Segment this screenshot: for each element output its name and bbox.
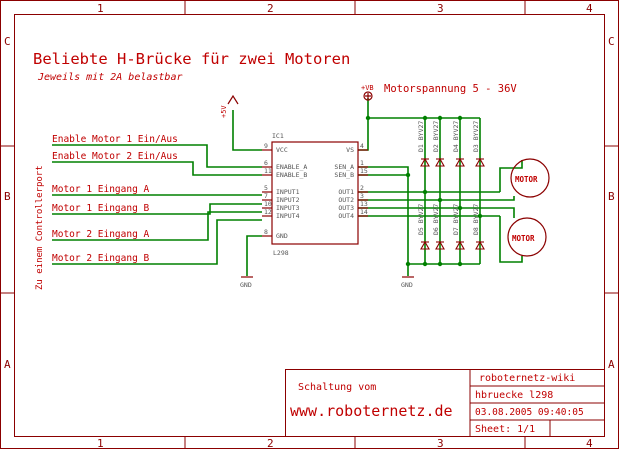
- supply-5v-arrow-icon: [227, 94, 239, 105]
- ic-pin-number: 10: [264, 200, 272, 208]
- title-block-sheet: Sheet: 1/1: [475, 424, 535, 435]
- diode-icon: [420, 157, 430, 167]
- ic-pin-name: VS: [346, 146, 354, 154]
- vb-plus-icon: [365, 93, 371, 99]
- supply-5v-label: +5V: [220, 105, 228, 118]
- signal-motor-1-input-b: Motor 1 Eingang B: [52, 203, 150, 214]
- ic-pin-name: SEN_A: [334, 163, 354, 171]
- ic-pin-number: 3: [360, 192, 364, 200]
- col-label-3: 3: [437, 2, 444, 15]
- diode-icon: [475, 240, 485, 250]
- col-label-1: 1: [97, 2, 104, 15]
- motor-2-icon: [507, 217, 547, 257]
- diode-label: D7 BYV27: [452, 204, 460, 235]
- ic-pin-number: 14: [360, 208, 368, 216]
- diagram-title: Beliebte H-Brücke für zwei Motoren: [33, 50, 350, 68]
- diode-icon: [475, 157, 485, 167]
- ic-pin-number: 4: [360, 142, 364, 150]
- col-label-2: 2: [267, 2, 274, 15]
- motor-voltage-label: Motorspannung 5 - 36V: [384, 83, 517, 95]
- signal-enable-motor-2: Enable Motor 2 Ein/Aus: [52, 151, 178, 162]
- ic-pin-number: 5: [264, 184, 268, 192]
- diode-label: D6 BYV27: [432, 204, 440, 235]
- ic-pin-number: 7: [264, 192, 268, 200]
- diode-icon: [435, 240, 445, 250]
- ic-pin-name: INPUT1: [276, 188, 300, 196]
- title-block-schaltung: Schaltung vom: [298, 382, 376, 393]
- ic-pin-name: OUT3: [338, 204, 354, 212]
- ic-pin-name: INPUT3: [276, 204, 300, 212]
- ic-pin-number: 2: [360, 184, 364, 192]
- flyback-diodes: D1 BYV27 D2 BYV27 D4 BYV27 D3 BYV27 D5 BYV27…: [417, 121, 485, 250]
- diode-label: D4 BYV27: [452, 121, 460, 152]
- diode-label: D5 BYV27: [417, 204, 425, 235]
- row-label-c: C: [4, 35, 11, 48]
- ic-pin-name: ENABLE_A: [276, 163, 307, 171]
- row-label-a-right: A: [608, 358, 615, 371]
- diode-icon: [435, 157, 445, 167]
- signal-motor-1-input-a: Motor 1 Eingang A: [52, 184, 150, 195]
- title-block-date: 03.08.2005 09:40:05: [475, 407, 584, 418]
- vb-label: +VB: [361, 84, 374, 92]
- row-label-c-right: C: [608, 35, 615, 48]
- motor-2-label: MOTOR: [512, 234, 535, 243]
- gnd-label-sense: GND: [401, 281, 413, 289]
- gnd-label-ic: GND: [240, 281, 252, 289]
- title-block: [285, 369, 605, 437]
- diode-icon: [455, 157, 465, 167]
- ic-pin-name: GND: [276, 232, 288, 240]
- diode-icon: [420, 240, 430, 250]
- ic-pin-number: 9: [264, 142, 268, 150]
- diode-label: D8 BYV27: [472, 204, 480, 235]
- junction-dots: [365, 115, 483, 267]
- diode-label: D3 BYV27: [472, 121, 480, 152]
- diode-label: D2 BYV27: [432, 121, 440, 152]
- row-label-b: B: [4, 190, 11, 203]
- row-label-a: A: [4, 358, 11, 371]
- ic-pin-number: 15: [360, 167, 368, 175]
- col-label-3-bottom: 3: [437, 437, 444, 450]
- diagram-subtitle: Jeweils mit 2A belastbar: [37, 72, 183, 83]
- ic-pin-name: INPUT4: [276, 212, 300, 220]
- ic-pin-name: SEN_B: [334, 171, 354, 179]
- ic-pin-number: 8: [264, 228, 268, 236]
- title-block-org: roboternetz-wiki: [479, 373, 575, 384]
- signal-motor-2-input-b: Motor 2 Eingang B: [52, 253, 150, 264]
- ic-pin-name: ENABLE_B: [276, 171, 307, 179]
- row-label-b-right: B: [608, 190, 615, 203]
- ic-pin-name: OUT1: [338, 188, 354, 196]
- ic-pin-name: INPUT2: [276, 196, 300, 204]
- vb-terminal-icon: [363, 91, 373, 101]
- signal-motor-2-input-a: Motor 2 Eingang A: [52, 229, 150, 240]
- ic-pin-number: 12: [264, 208, 272, 216]
- ic-ref-label: IC1: [272, 132, 284, 140]
- ic-l298-body: [271, 141, 359, 245]
- col-label-1-bottom: 1: [97, 437, 104, 450]
- signal-enable-motor-1: Enable Motor 1 Ein/Aus: [52, 134, 178, 145]
- col-label-2-bottom: 2: [267, 437, 274, 450]
- ic-pin-name: OUT4: [338, 212, 354, 220]
- ic-part-name: L298: [273, 249, 289, 257]
- title-block-website: www.roboternetz.de: [290, 402, 453, 420]
- diode-label: D1 BYV27: [417, 121, 425, 152]
- ic-pin-number: 11: [264, 167, 272, 175]
- ic-pin-number: 6: [264, 159, 268, 167]
- ic-pin-name: VCC: [276, 146, 288, 154]
- col-label-4: 4: [586, 2, 593, 15]
- motor-1-icon: [510, 158, 550, 198]
- controller-port-label: Zu einem Controllerport: [35, 165, 45, 290]
- diode-icon: [455, 240, 465, 250]
- col-label-4-bottom: 4: [586, 437, 593, 450]
- motor-1-label: MOTOR: [515, 175, 538, 184]
- ic-pin-number: 13: [360, 200, 368, 208]
- ic-pin-name: OUT2: [338, 196, 354, 204]
- title-block-file: hbruecke l298: [475, 390, 553, 401]
- ic-pin-number: 1: [360, 159, 364, 167]
